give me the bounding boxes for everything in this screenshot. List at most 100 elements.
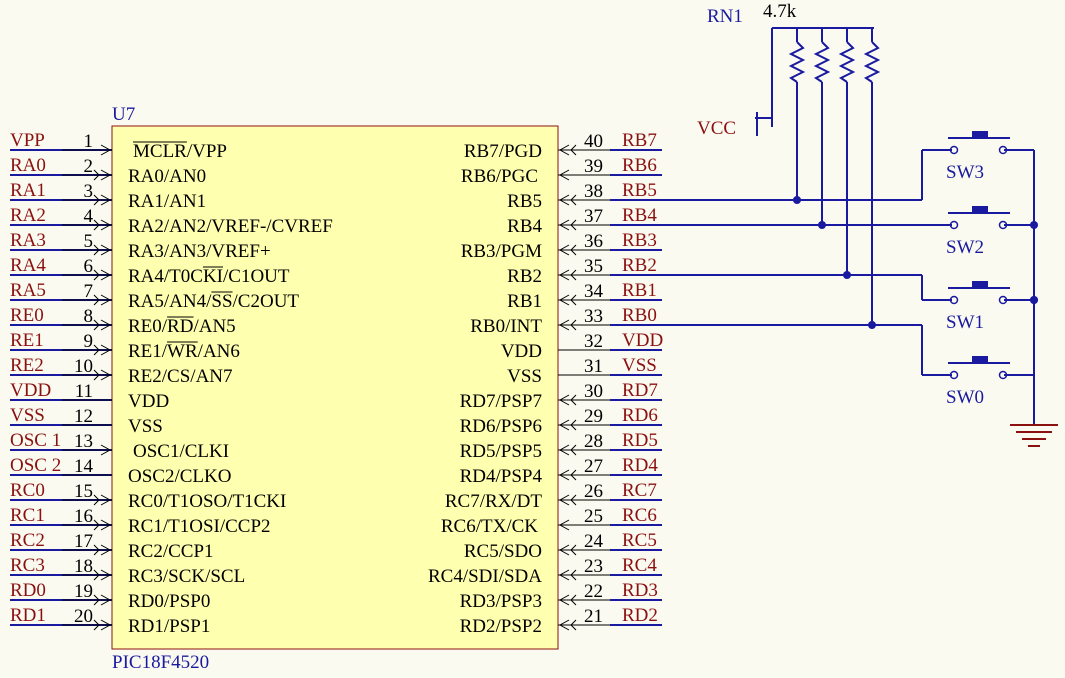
- pin-name: RD1/PSP1: [128, 616, 210, 637]
- pin-number: 6: [84, 256, 94, 277]
- pin-name: RC4/SDI/SDA: [428, 566, 542, 587]
- pin-name: RD4/PSP4: [460, 466, 543, 487]
- switch-sw0[interactable]: SW0: [946, 356, 1010, 408]
- switch-sw1[interactable]: SW1: [946, 281, 1010, 333]
- pin-number: 20: [74, 606, 93, 627]
- pin-name: RD5/PSP5: [460, 441, 542, 462]
- pin-number: 3: [84, 181, 94, 202]
- pin-arrow-icon: [100, 294, 112, 306]
- pin-number: 21: [584, 606, 603, 627]
- pin-number: 18: [74, 556, 93, 577]
- junction-dot: [1030, 221, 1038, 229]
- ic-part-name: PIC18F4520: [112, 652, 209, 673]
- pin-name: RD0/PSP0: [128, 591, 210, 612]
- pin-number: 7: [84, 281, 94, 302]
- pin-number: 31: [584, 356, 603, 377]
- net-label: RC7: [622, 480, 657, 501]
- net-label: VSS: [10, 405, 45, 426]
- net-label: RC0: [10, 480, 45, 501]
- ic-body[interactable]: [111, 125, 559, 650]
- pin-arrow-icon: [570, 619, 577, 631]
- pin-name: VDD: [501, 341, 542, 362]
- net-label: RE0: [10, 305, 44, 326]
- pin-number: 19: [74, 581, 93, 602]
- pin-name: RE0/RD/AN5: [128, 316, 236, 337]
- pin-name: RA4/T0CKI/C1OUT: [128, 266, 290, 287]
- net-label: RB7: [622, 130, 657, 151]
- pin-arrow-icon: [93, 369, 100, 381]
- switch-sw2[interactable]: SW2: [946, 206, 1010, 258]
- pin-number: 1: [84, 131, 94, 152]
- pin-arrow-icon: [93, 569, 100, 581]
- junction-dot: [1030, 296, 1038, 304]
- pin-arrow-icon: [570, 594, 577, 606]
- net-label: RB2: [622, 255, 657, 276]
- net-label: RD3: [622, 580, 658, 601]
- pin-number: 35: [584, 256, 603, 277]
- pin-arrow-icon: [558, 219, 570, 231]
- pin-arrow-icon: [100, 544, 112, 556]
- pin-arrow-icon: [558, 469, 570, 481]
- ic-designator: U7: [112, 104, 135, 125]
- switch-label: SW2: [946, 237, 984, 258]
- net-label: RD0: [10, 580, 46, 601]
- resistor-icon: [863, 41, 881, 83]
- pin-number: 36: [584, 231, 603, 252]
- pin-number: 40: [584, 131, 603, 152]
- switch-sw3[interactable]: SW3: [946, 131, 1010, 183]
- pin-number: 16: [74, 506, 93, 527]
- switch-contact-icon: [949, 370, 959, 380]
- pin-arrow-icon: [100, 319, 112, 331]
- pin-name: RB2: [507, 266, 542, 287]
- pin-name: RD7/PSP7: [460, 391, 542, 412]
- switch-label: SW3: [946, 162, 984, 183]
- pin-arrow-icon: [558, 144, 570, 156]
- net-label: RB5: [622, 180, 657, 201]
- pin-name: RE1/WR/AN6: [128, 341, 240, 362]
- pin-19[interactable]: RD0 19 RD0/PSP0: [10, 580, 210, 612]
- pin-arrow-icon: [100, 619, 112, 631]
- net-label: RC4: [622, 555, 657, 576]
- pin-number: 33: [584, 306, 603, 327]
